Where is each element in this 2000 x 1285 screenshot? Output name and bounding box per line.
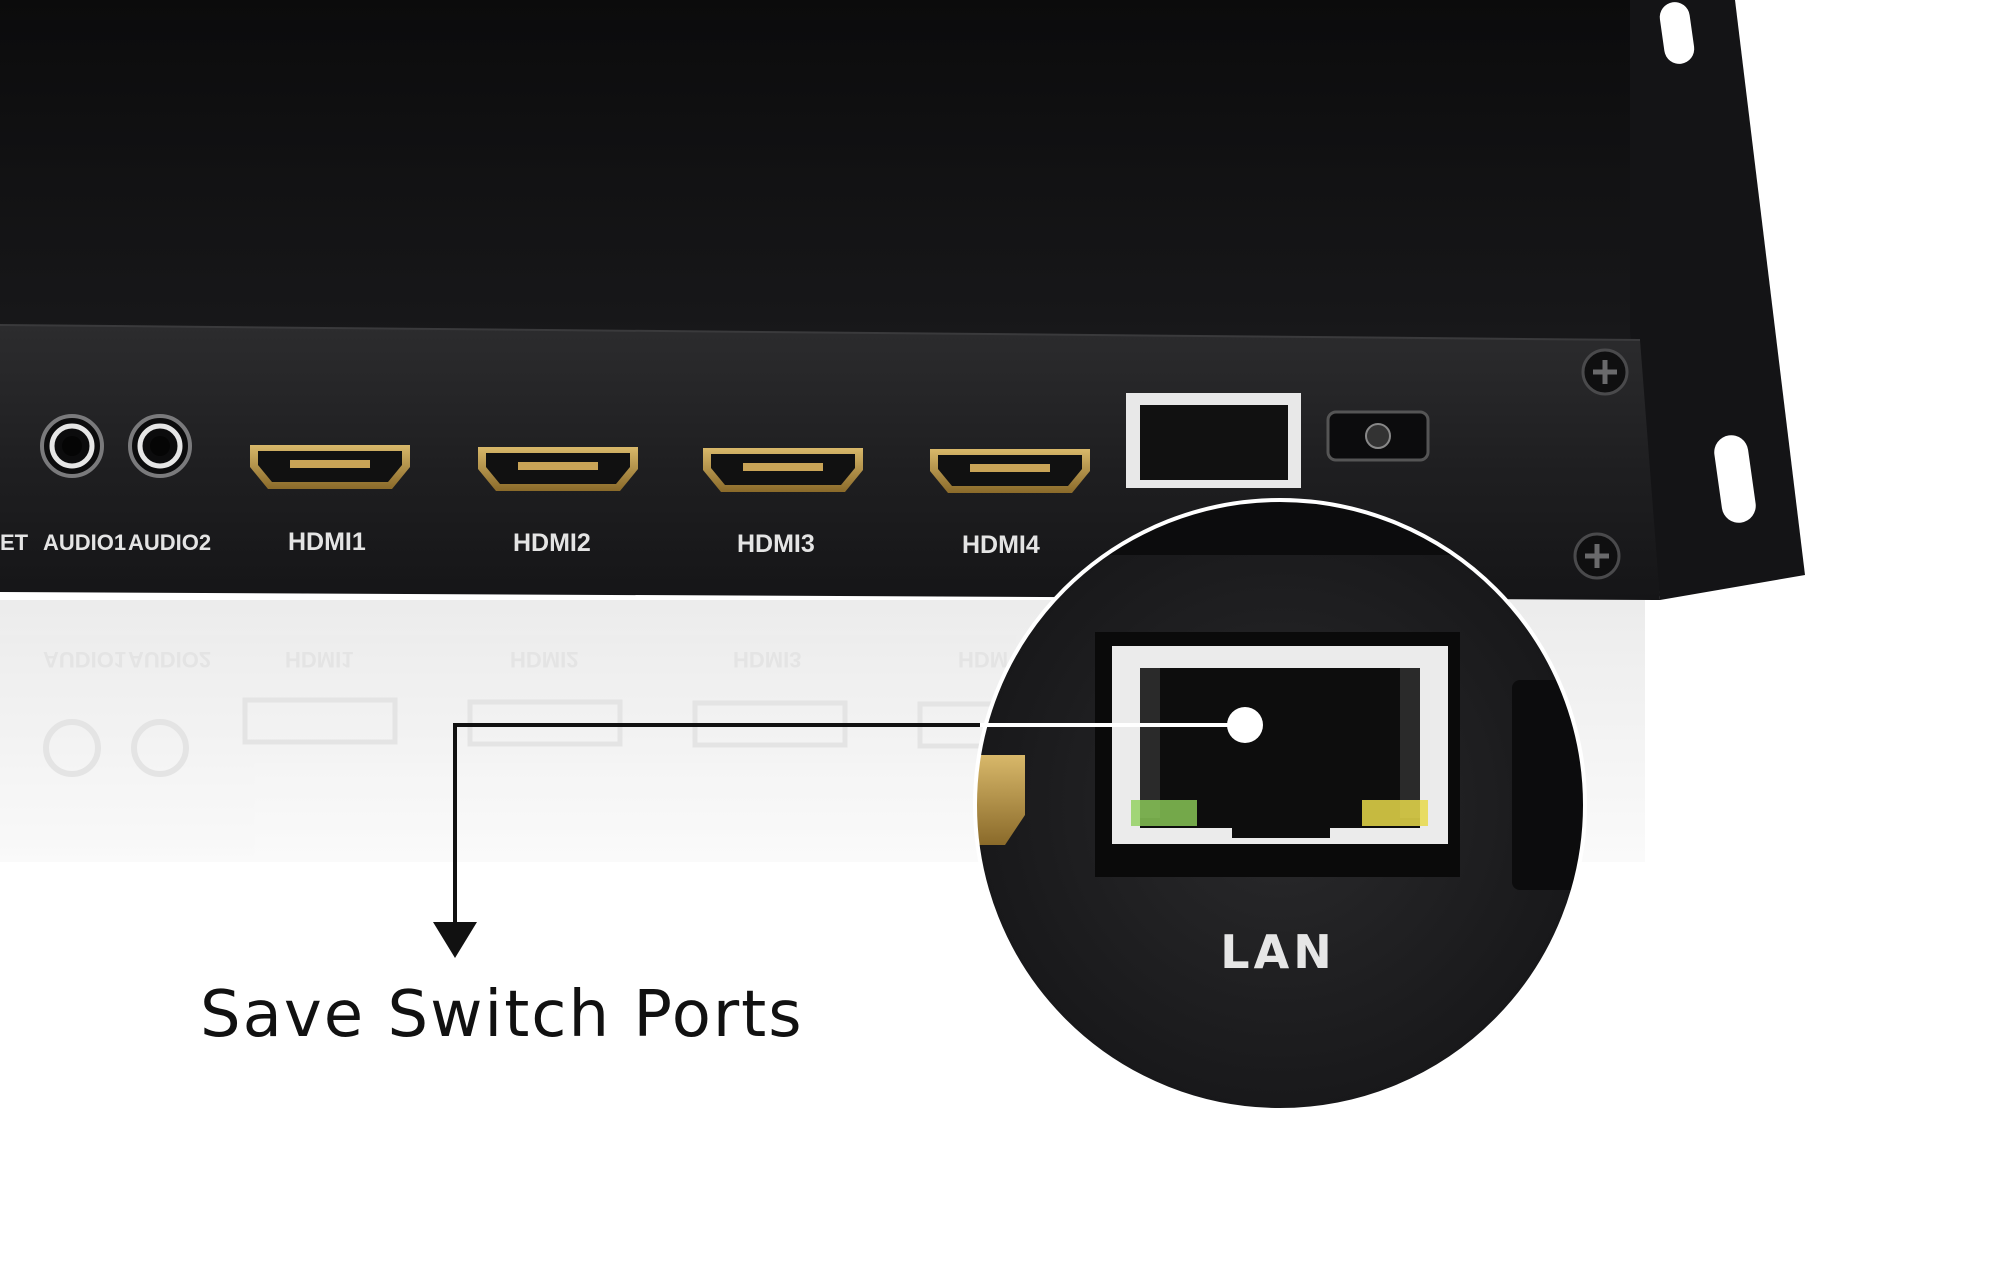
reflection-label: HDMI2 [510,647,578,672]
screw-icon [1581,348,1629,396]
reflection-label: HDMI3 [733,647,801,672]
audio-jack-icon [128,414,192,478]
callout-pointer-dot [1227,707,1263,743]
reflection-label: AUDIO1 [43,647,126,672]
port-label-hdmi2: HDMI2 [513,529,591,557]
device-top-surface [0,0,1640,340]
port-label-audio2: AUDIO2 [128,530,211,555]
dc-power-port-icon [1326,410,1430,462]
zoom-port-label-lan: LAN [1220,925,1335,979]
hdmi-port-icon [930,449,1090,493]
mounting-bracket [1630,0,1805,600]
bracket-slot-bottom [1714,435,1756,523]
reflection-label: HDM [958,647,1008,672]
reflection-label: HDMI1 [285,647,353,672]
callout-text: Save Switch Ports [200,978,804,1052]
bracket-slot-top [1659,2,1695,64]
hdmi-port-icon [478,447,638,491]
led-yellow-icon [1362,800,1428,826]
port-label-et: ET [0,530,29,555]
arrow-down-icon [433,922,477,958]
zoom-magnifier: LAN [975,500,1585,1110]
audio-jack-icon [40,414,104,478]
port-label-hdmi1: HDMI1 [288,528,366,556]
led-green-icon [1131,800,1197,826]
screw-icon [1573,532,1621,580]
callout-line [453,723,1240,930]
hdmi-port-icon [703,448,863,492]
port-label-audio1: AUDIO1 [43,530,126,555]
port-label-hdmi3: HDMI3 [737,530,815,558]
port-label-hdmi4: HDMI4 [962,531,1040,559]
reflection-label: AUDIO2 [128,647,211,672]
hdmi-port-icon [250,445,410,489]
